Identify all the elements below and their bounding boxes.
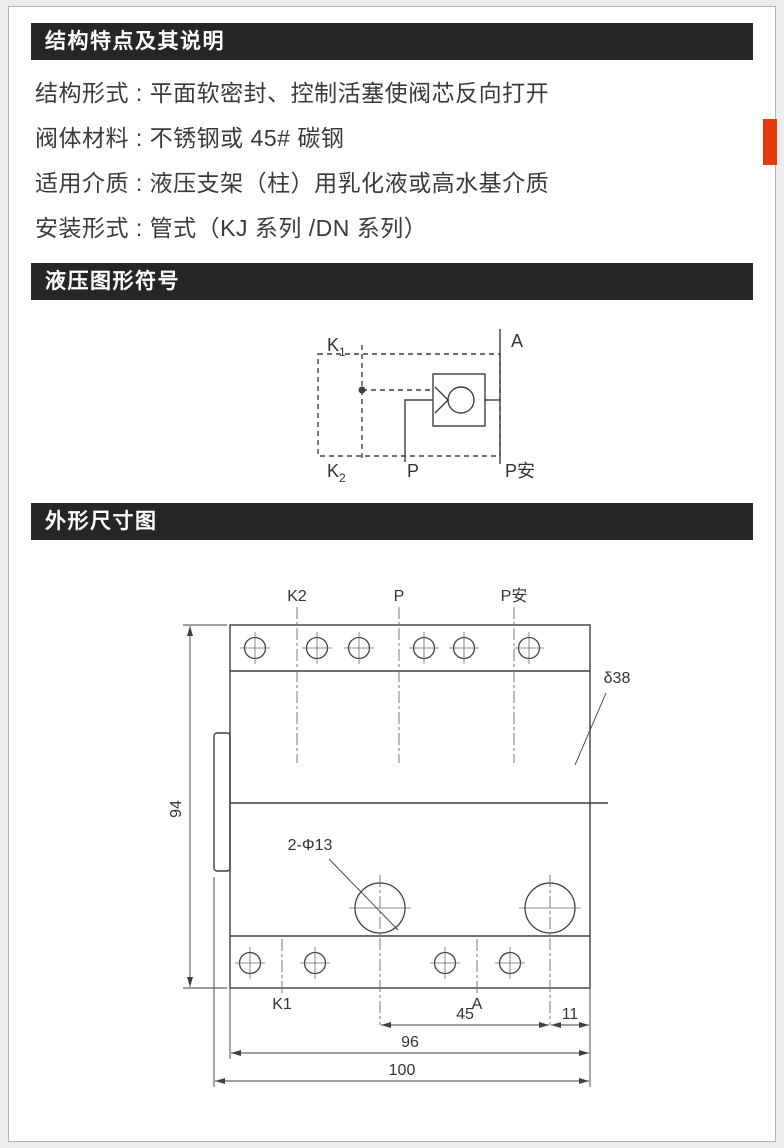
spec-line-medium: 适用介质 : 液压支架（柱）用乳化液或高水基介质 [35, 170, 550, 196]
holes-leader [328, 858, 399, 931]
dim-label-a: A [472, 996, 483, 1013]
section-header-symbol: 液压图形符号 [31, 263, 753, 300]
spec-list: 结构形式 : 平面软密封、控制活塞使阀芯反向打开 阀体材料 : 不锈钢或 45#… [35, 71, 755, 251]
section-title-dimensions: 外形尺寸图 [45, 510, 158, 533]
section-title-features: 结构特点及其说明 [45, 30, 225, 53]
left-boss-tab [213, 732, 231, 872]
dim-label-k1: K1 [272, 996, 292, 1013]
hole-crosshairs [235, 632, 581, 979]
symbol-labels: K1 A K2 P P安 [327, 331, 535, 485]
check-valve-seat [434, 386, 449, 414]
section-header-features: 结构特点及其说明 [31, 23, 753, 60]
section-title-symbol: 液压图形符号 [45, 270, 180, 293]
spec-line-mounting: 安装形式 : 管式（KJ 系列 /DN 系列） [35, 215, 428, 241]
pilot-junction-dot [358, 386, 366, 394]
spec-line-material: 阀体材料 : 不锈钢或 45# 碳钢 [35, 125, 345, 151]
hydraulic-symbol-diagram: K1 A K2 P P安 [317, 329, 535, 485]
symbol-port-k1-label: K1 [327, 335, 346, 359]
dimension-lines [183, 624, 591, 1087]
valve-body-outline [213, 624, 608, 989]
dim-label-p-an: P安 [501, 587, 528, 605]
dim-label-k2: K2 [287, 588, 307, 605]
dim-label-100: 100 [389, 1062, 416, 1079]
leader-lines [328, 692, 607, 931]
symbol-port-p-an-label: P安 [505, 461, 535, 481]
dim-label-p: P [394, 588, 405, 605]
symbol-port-a-label: A [511, 331, 523, 351]
section-header-dimensions: 外形尺寸图 [31, 503, 753, 540]
dim-label-94: 94 [168, 800, 185, 818]
dim-label-96: 96 [401, 1034, 419, 1051]
symbol-port-k2-label: K2 [327, 461, 346, 485]
delta-leader [574, 692, 607, 766]
dimension-labels: K2 P P安 δ38 94 2-Φ13 K1 A 45 11 96 100 [168, 587, 630, 1079]
check-valve-box [432, 373, 486, 427]
dim-label-11: 11 [562, 1006, 579, 1023]
bolt-holes [238, 636, 576, 975]
pilot-envelope-dashed-box [317, 353, 501, 457]
content-panel: 结构特点及其说明 结构形式 : 平面软密封、控制活塞使阀芯反向打开 阀体材料 :… [8, 6, 777, 1142]
dim-label-45: 45 [456, 1006, 474, 1023]
symbol-lines [317, 329, 501, 464]
port-centerlines [281, 607, 551, 1025]
spec-line-structure: 结构形式 : 平面软密封、控制活塞使阀芯反向打开 [35, 80, 550, 106]
symbol-port-p-label: P [407, 461, 419, 481]
dim-label-holes: 2-Φ13 [288, 837, 333, 854]
port-p-line [404, 399, 433, 462]
dim-label-delta: δ38 [604, 670, 631, 687]
body-rect [229, 624, 591, 989]
dimension-drawing: K2 P P安 δ38 94 2-Φ13 K1 A 45 11 96 100 [168, 587, 630, 1087]
page-edge-tab [763, 119, 777, 165]
